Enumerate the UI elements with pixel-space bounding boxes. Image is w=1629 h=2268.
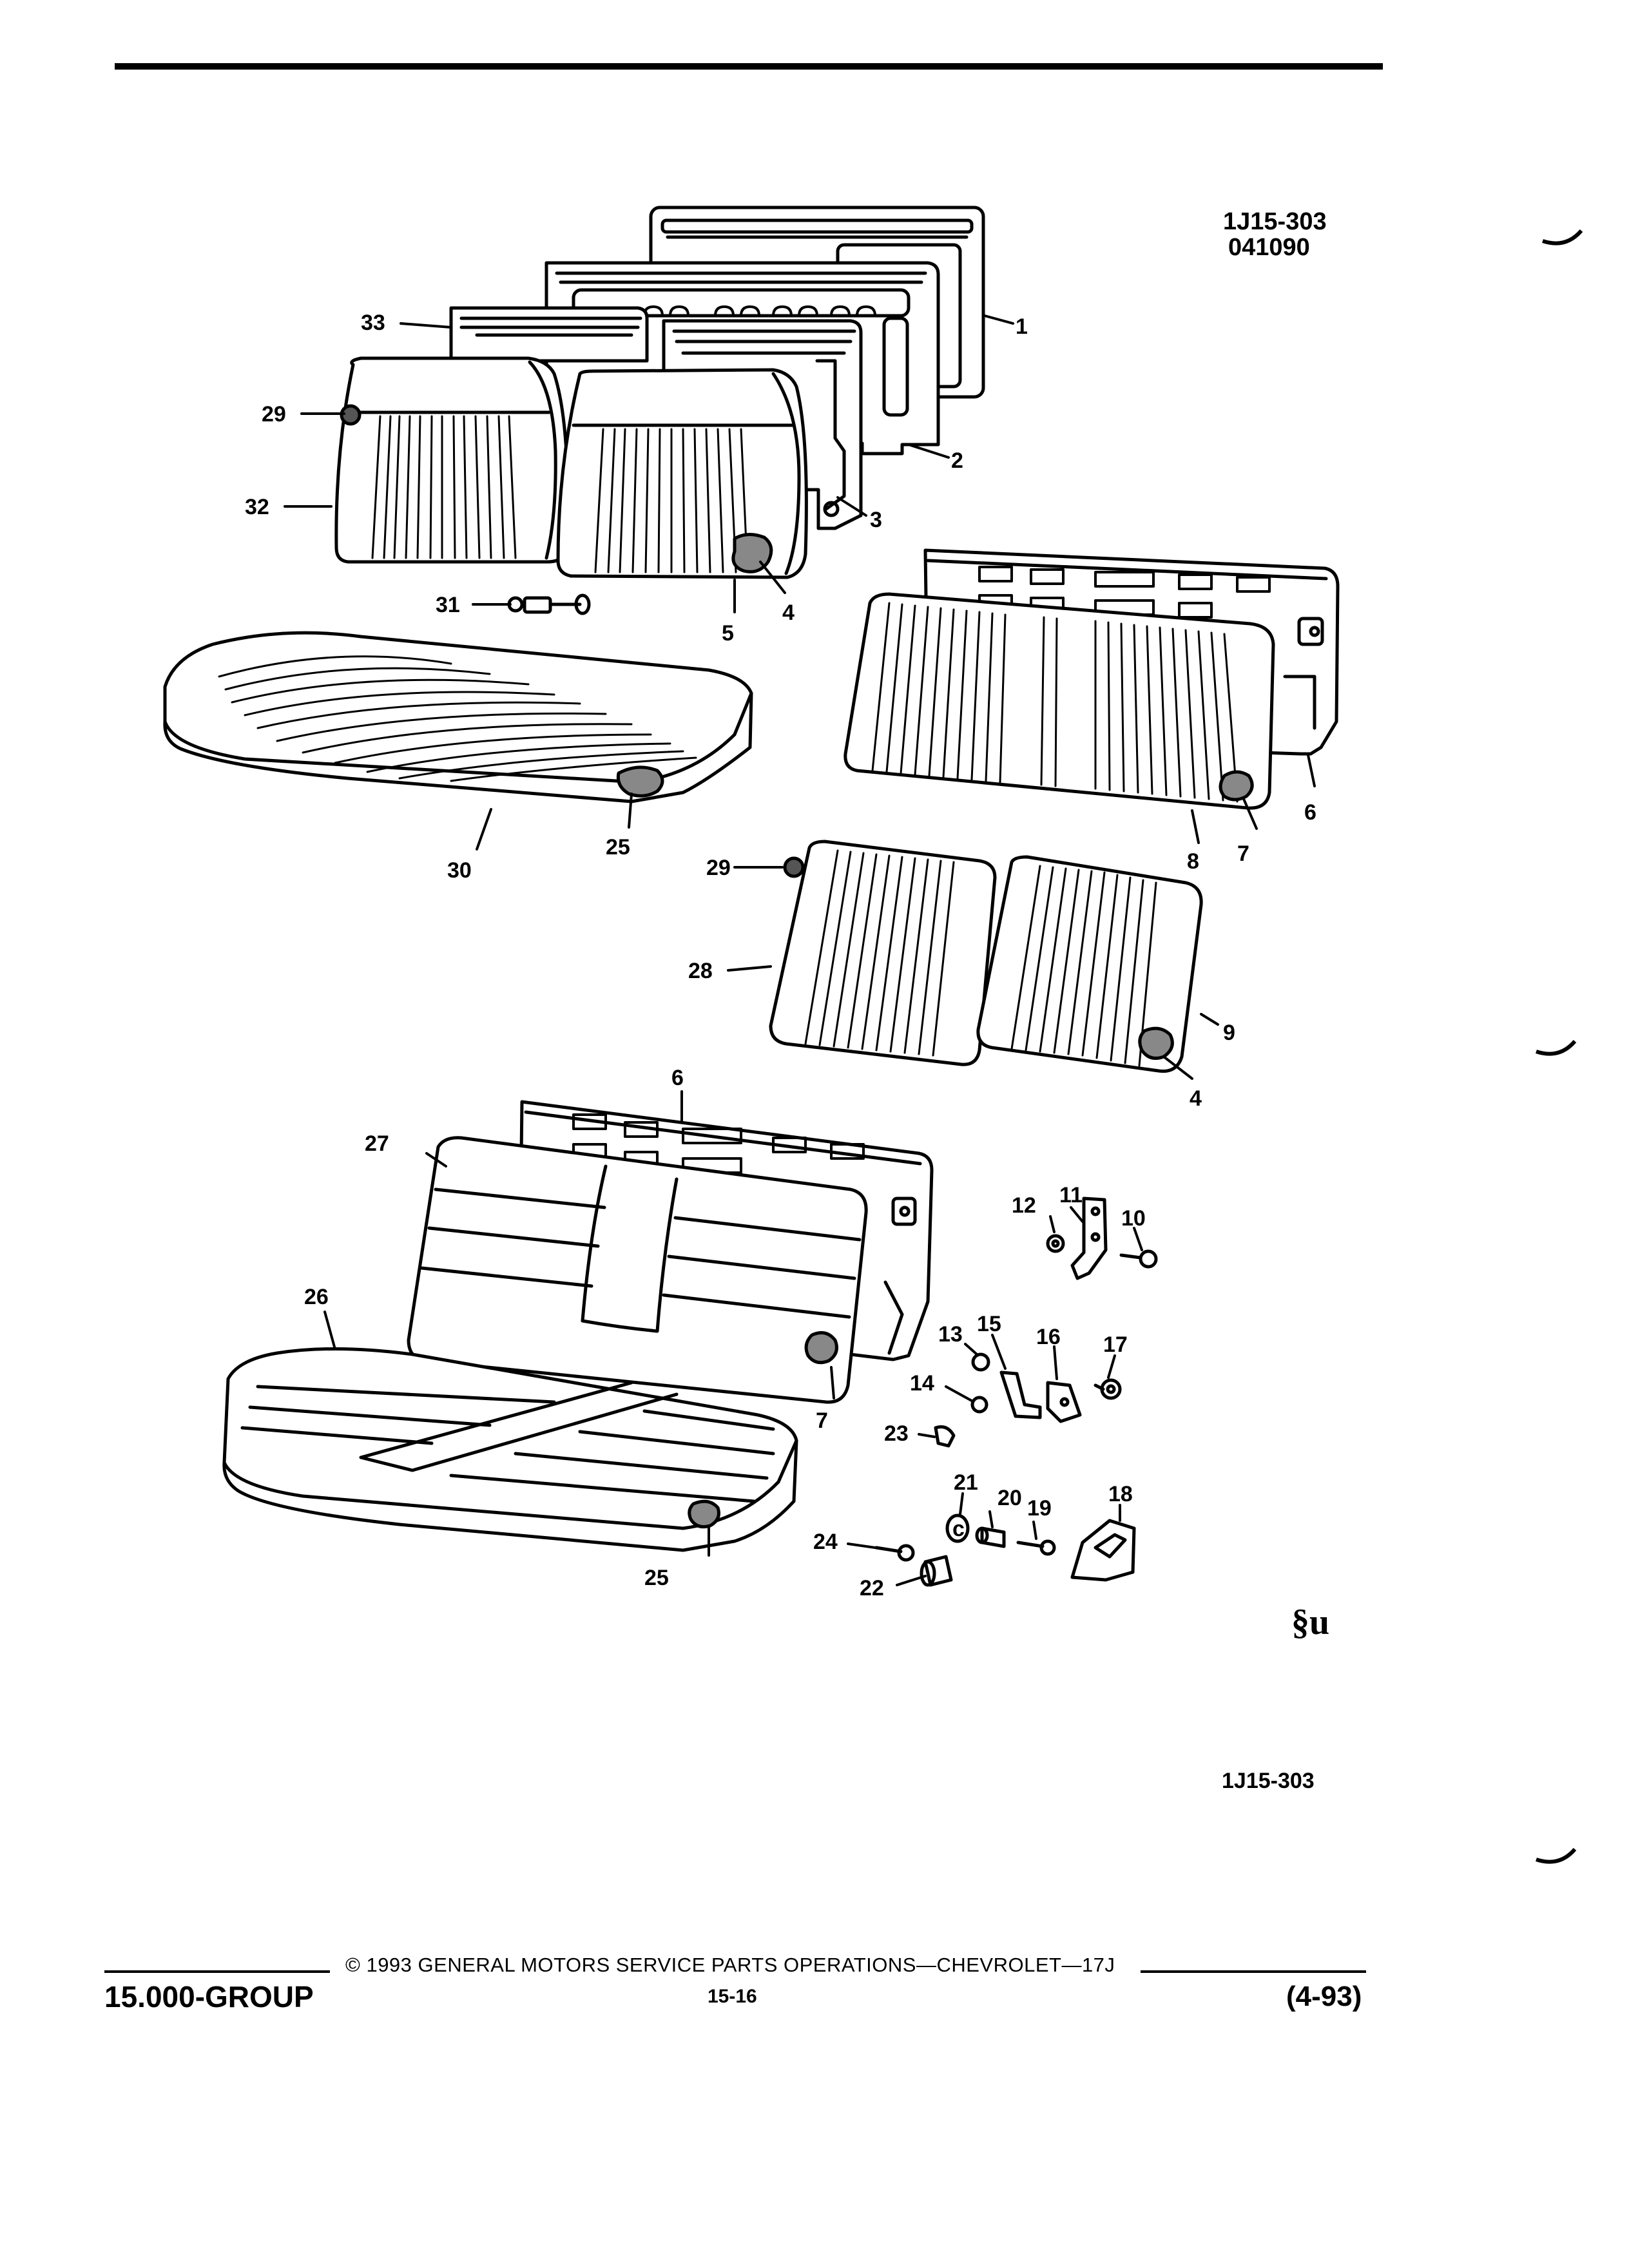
figure-code: 1J15-303 (1223, 208, 1327, 235)
callout-7b: 7 (816, 1408, 828, 1433)
callout-7: 7 (1237, 841, 1249, 866)
callout-6: 6 (1304, 800, 1316, 825)
callout-32: 32 (245, 495, 269, 519)
part-30-seat-cushion (163, 631, 753, 803)
part-16-latch (1046, 1381, 1082, 1423)
footer-rule-right (1141, 1970, 1366, 1973)
callout-18: 18 (1108, 1482, 1133, 1506)
callout-22: 22 (860, 1576, 884, 1600)
margin-mark-mid (1536, 1039, 1577, 1056)
callout-33: 33 (361, 311, 385, 335)
callout-29b: 29 (706, 856, 731, 880)
part-26-bench-seat-cushion (222, 1347, 798, 1552)
callout-25: 25 (606, 835, 630, 860)
callout-11: 11 (1059, 1183, 1083, 1207)
callout-10: 10 (1121, 1206, 1146, 1231)
callout-4: 4 (782, 601, 795, 625)
part-31-bolt (507, 593, 591, 615)
callout-25b: 25 (644, 1566, 669, 1590)
bottom-figure-code: 1J15-303 (1222, 1769, 1315, 1793)
margin-mark-low (1536, 1847, 1577, 1864)
callout-6b: 6 (671, 1066, 684, 1090)
part-10-screw (1119, 1253, 1142, 1260)
callout-21: 21 (954, 1470, 978, 1495)
part-32-left-back-cushion (334, 356, 570, 564)
part-33-left-frame (449, 306, 649, 363)
top-rule (115, 63, 1383, 70)
part-28-left-back-cushion (769, 840, 997, 1066)
callout-9: 9 (1223, 1021, 1235, 1045)
footer-group: 15.000-GROUP (104, 1980, 314, 2013)
callout-14: 14 (910, 1371, 934, 1396)
figure-date: 041090 (1228, 234, 1310, 261)
callout-15: 15 (977, 1312, 1001, 1336)
callout-17: 17 (1103, 1332, 1128, 1357)
callout-26: 26 (304, 1285, 329, 1309)
part-8-one-piece-back-cushion (843, 592, 1275, 810)
callout-2: 2 (951, 448, 963, 473)
callout-28: 28 (688, 959, 713, 983)
callout-24: 24 (813, 1530, 838, 1554)
part-24-screw (874, 1546, 903, 1553)
footer-copyright: © 1993 GENERAL MOTORS SERVICE PARTS OPER… (345, 1954, 1115, 1976)
part-18-handle (1070, 1519, 1136, 1582)
callout-23: 23 (884, 1421, 909, 1446)
part-19-screw (1016, 1541, 1045, 1548)
callout-16: 16 (1036, 1325, 1061, 1349)
footer-rule-left (104, 1970, 330, 1973)
callout-3: 3 (870, 508, 882, 532)
callout-19: 19 (1027, 1496, 1052, 1521)
callout-31: 31 (436, 593, 460, 617)
svg-text:c: c (952, 1517, 965, 1541)
part-23-clip (934, 1425, 956, 1448)
callout-27: 27 (365, 1131, 389, 1156)
part-5-right-back-cushion (556, 368, 808, 579)
margin-mark-top (1542, 229, 1583, 245)
footer-date: (4-93) (1286, 1981, 1362, 2012)
part-11-bracket (1070, 1196, 1108, 1280)
callout-1: 1 (1016, 314, 1028, 339)
callout-8: 8 (1187, 849, 1199, 874)
part-14-nut (970, 1396, 988, 1414)
callout-30: 30 (447, 858, 472, 883)
callout-12: 12 (1012, 1193, 1036, 1218)
callout-20: 20 (998, 1486, 1022, 1510)
callout-4b: 4 (1190, 1086, 1202, 1111)
callout-5: 5 (722, 621, 734, 646)
part-12-washer (1046, 1234, 1065, 1253)
callout-13: 13 (938, 1322, 963, 1347)
part-21-washer (945, 1514, 970, 1543)
part-9-right-back-cushion (976, 855, 1203, 1073)
gm-logo-mark: §u (1291, 1602, 1329, 1642)
callout-29: 29 (262, 402, 286, 427)
part-13-nut (971, 1352, 990, 1372)
part-15-bracket (999, 1370, 1042, 1419)
footer-page-number: 15-16 (708, 1986, 757, 2007)
